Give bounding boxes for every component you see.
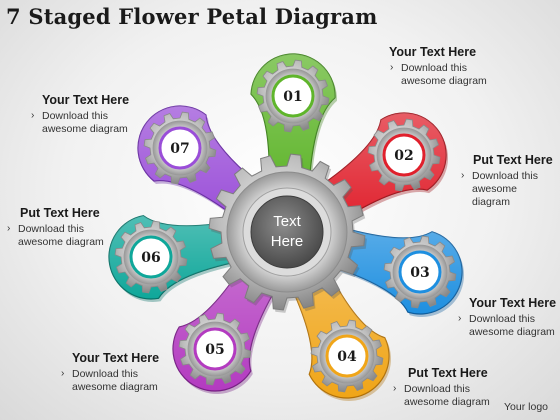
stage-description: Download this awesome diagram <box>401 62 487 87</box>
stage-number: 01 <box>283 89 302 105</box>
stage-heading: Put Text Here <box>473 153 553 167</box>
stage-label-04: Put Text Here › Download this awesome dia… <box>392 366 500 409</box>
logo-placeholder: Your logo <box>504 401 548 413</box>
stage-number: 02 <box>394 148 413 164</box>
stage-label-03: Your Text Here › Download this awesome di… <box>457 296 556 339</box>
bullet-arrow-icon: › <box>61 368 65 379</box>
bullet-arrow-icon: › <box>7 223 11 234</box>
stage-description: Download this awesome diagram <box>472 170 538 208</box>
diagram-title: 7 Staged Flower Petal Diagram <box>6 4 378 29</box>
stage-number: 04 <box>337 349 357 365</box>
gear-icon <box>367 118 441 192</box>
stage-heading: Put Text Here <box>20 206 100 220</box>
bullet-arrow-icon: › <box>393 383 397 394</box>
bullet-arrow-icon: › <box>390 62 394 73</box>
stage-label-06: Put Text Here › Download this awesome dia… <box>6 206 108 249</box>
stage-number: 06 <box>141 250 160 266</box>
gear-icon <box>114 220 188 294</box>
bullet-arrow-icon: › <box>461 170 465 181</box>
stage-label-07: Your Text Here › Download this awesome di… <box>30 93 138 136</box>
stage-heading: Your Text Here <box>72 351 160 365</box>
bullet-arrow-icon: › <box>31 110 35 121</box>
center-text-line2: Here <box>271 233 304 250</box>
stage-description: Download this awesome diagram <box>42 110 128 135</box>
petal-stage-03: 03 <box>318 223 465 318</box>
stage-label-01: Your Text Here › Download this awesome di… <box>389 45 497 88</box>
stage-heading: Your Text Here <box>469 296 557 310</box>
petal-stage-06: 06 <box>108 215 254 302</box>
stage-label-05: Your Text Here › Download this awesome di… <box>60 351 168 394</box>
gear-icon <box>383 235 457 309</box>
stage-label-02: Put Text Here › Download this awesome dia… <box>460 153 556 209</box>
stage-description: Download this awesome diagram <box>18 223 104 248</box>
stage-number: 07 <box>170 141 189 157</box>
gear-icon <box>310 319 384 393</box>
stage-description: Download this awesome diagram <box>469 313 555 338</box>
gear-icon <box>143 111 217 185</box>
gear-icon <box>178 312 252 386</box>
stage-description: Download this awesome diagram <box>72 368 158 393</box>
stage-heading: Your Text Here <box>42 93 130 107</box>
gear-icon <box>256 59 330 133</box>
stage-number: 03 <box>410 265 429 281</box>
stage-number: 05 <box>205 342 224 358</box>
center-text-line1: Text <box>273 213 301 230</box>
stage-heading: Your Text Here <box>389 45 477 59</box>
stage-description: Download this awesome diagram <box>404 383 490 408</box>
stage-heading: Put Text Here <box>408 366 488 380</box>
bullet-arrow-icon: › <box>458 313 462 324</box>
